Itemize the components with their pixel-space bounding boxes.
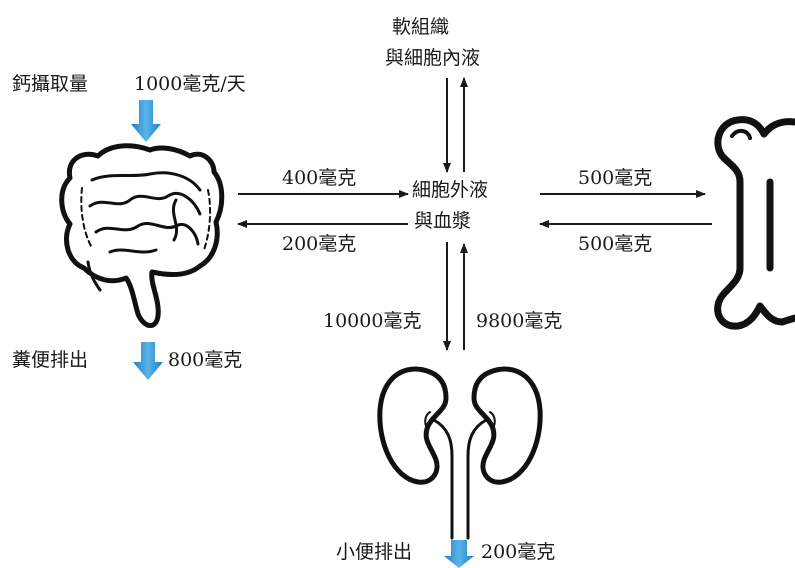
ecf-to-bone-amount: 500毫克 [578,167,652,189]
bone-to-ecf-amount: 500毫克 [578,233,652,255]
intake-amount: 1000毫克/天 [134,73,246,95]
kidney-icon [380,369,540,538]
urine-amount: 200毫克 [481,541,555,563]
gut-to-ecf-amount: 400毫克 [282,167,356,189]
bone-icon [718,120,795,326]
urine-label: 小便排出 [336,541,412,563]
soft-tissue-label-line2: 與細胞內液 [385,47,480,69]
ecf-label-line2: 與血漿 [414,210,471,232]
feces-amount: 800毫克 [168,349,242,371]
feces-label: 糞便排出 [12,349,88,371]
ecf-label-line1: 細胞外液 [412,179,488,201]
intake-flow-icon [131,100,161,142]
urine-flow-icon [444,540,474,568]
kidney-to-ecf-amount: 9800毫克 [476,310,562,332]
ecf-to-kidney-amount: 10000毫克 [323,310,421,332]
intake-label: 鈣攝取量 [12,73,88,95]
soft-tissue-label-line1: 軟組織 [392,16,449,38]
intestine-icon [62,146,222,326]
feces-flow-icon [133,342,163,380]
ecf-to-gut-amount: 200毫克 [282,233,356,255]
